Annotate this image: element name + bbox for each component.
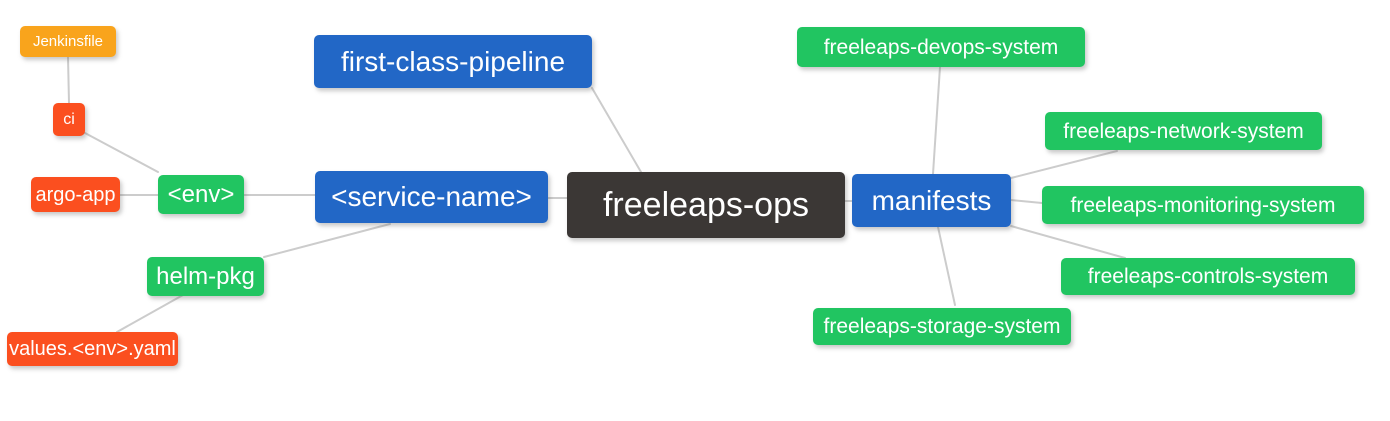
node-jenkinsfile[interactable]: Jenkinsfile bbox=[20, 26, 116, 57]
edge-jenkinsfile-to-ci bbox=[67, 56, 70, 104]
node-helm-pkg[interactable]: helm-pkg bbox=[147, 257, 264, 296]
node-freeleaps-network-system[interactable]: freeleaps-network-system bbox=[1045, 112, 1322, 150]
node-freeleaps-ops[interactable]: freeleaps-ops bbox=[567, 172, 845, 238]
node-service-name[interactable]: <service-name> bbox=[315, 171, 548, 223]
node-freeleaps-devops-system[interactable]: freeleaps-devops-system bbox=[797, 27, 1085, 67]
node-ci[interactable]: ci bbox=[53, 103, 85, 136]
edge-values-env-yaml-to-helm-pkg bbox=[116, 294, 184, 333]
node-freeleaps-monitoring-system[interactable]: freeleaps-monitoring-system bbox=[1042, 186, 1364, 224]
node-env[interactable]: <env> bbox=[158, 175, 244, 214]
edge-manifests-to-freeleaps-controls-system bbox=[1010, 225, 1126, 259]
node-first-class-pipeline[interactable]: first-class-pipeline bbox=[314, 35, 592, 88]
node-freeleaps-controls-system[interactable]: freeleaps-controls-system bbox=[1061, 258, 1355, 295]
edge-helm-pkg-to-service-name bbox=[263, 223, 391, 258]
node-argo-app[interactable]: argo-app bbox=[31, 177, 120, 212]
node-manifests[interactable]: manifests bbox=[852, 174, 1011, 227]
edge-manifests-to-freeleaps-devops-system bbox=[932, 66, 941, 175]
edge-manifests-to-freeleaps-network-system bbox=[1010, 150, 1118, 179]
edge-manifests-to-freeleaps-storage-system bbox=[937, 226, 956, 306]
node-freeleaps-storage-system[interactable]: freeleaps-storage-system bbox=[813, 308, 1071, 345]
node-values-env-yaml[interactable]: values.<env>.yaml bbox=[7, 332, 178, 366]
edge-first-class-pipeline-to-freeleaps-ops bbox=[591, 87, 642, 173]
edge-ci-to-env bbox=[84, 132, 159, 173]
edge-manifests-to-freeleaps-monitoring-system bbox=[1010, 199, 1043, 204]
